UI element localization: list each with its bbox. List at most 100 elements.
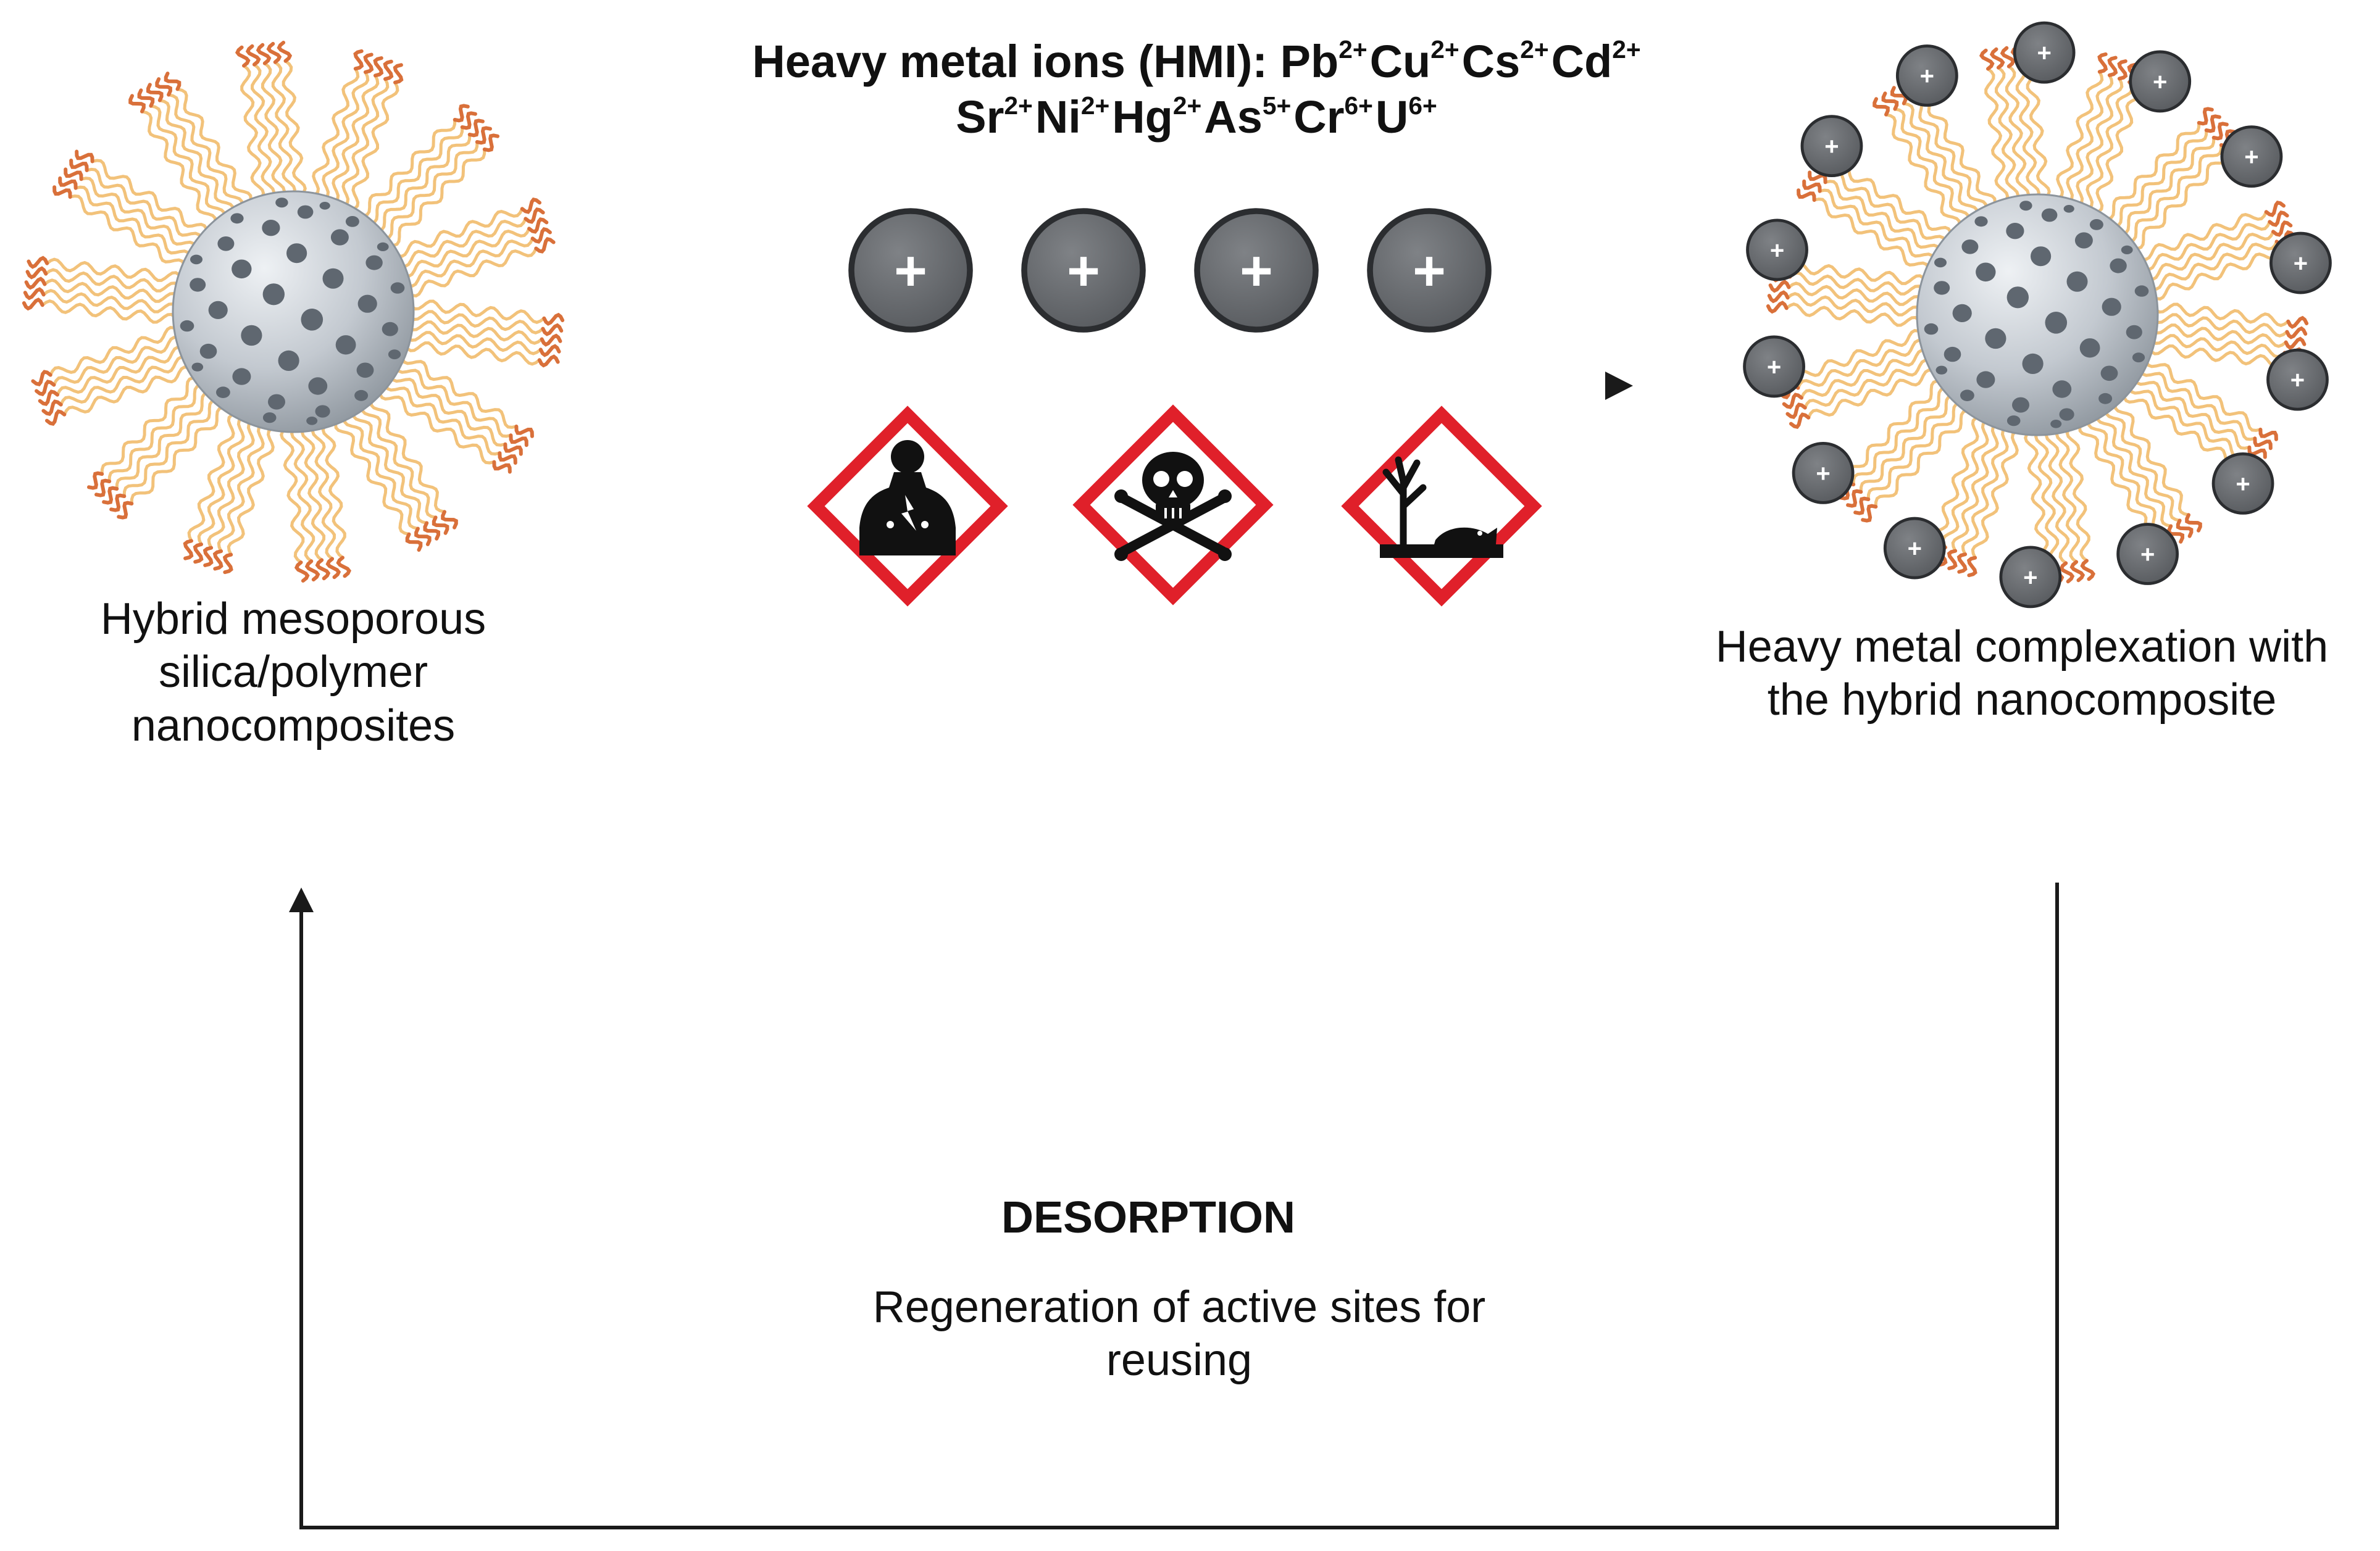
polymer-chain bbox=[80, 177, 198, 253]
polymer-chain-end bbox=[527, 217, 549, 234]
pore bbox=[356, 362, 374, 378]
polymer-chain bbox=[2005, 65, 2031, 203]
polymer-chain bbox=[1911, 96, 1988, 214]
nanoparticle-left bbox=[22, 41, 565, 583]
metal-ion: + bbox=[1194, 208, 1319, 333]
regeneration-text-line: reusing bbox=[1106, 1336, 1253, 1386]
polymer-chain-end bbox=[514, 424, 534, 438]
polymer-chain bbox=[2078, 421, 2155, 539]
metal-ion: + bbox=[1743, 335, 1805, 398]
polymer-chain bbox=[45, 257, 184, 282]
pore bbox=[2079, 338, 2100, 358]
adsorption-arrow bbox=[716, 372, 1633, 400]
polymer-chain bbox=[217, 421, 267, 553]
polymer-chain-end bbox=[52, 185, 72, 199]
pore bbox=[345, 216, 359, 227]
polymer-chain bbox=[167, 93, 244, 211]
polymer-chain bbox=[56, 346, 187, 397]
polymer-chain bbox=[2132, 373, 2251, 450]
pore bbox=[1952, 304, 1972, 322]
pore bbox=[2050, 420, 2062, 428]
polymer-chain bbox=[197, 414, 248, 546]
polymer-chain bbox=[2065, 424, 2090, 562]
polymer-chain bbox=[300, 423, 326, 562]
pore bbox=[2006, 223, 2024, 239]
polymer-chain bbox=[406, 247, 538, 297]
polymer-chain bbox=[2124, 143, 2223, 243]
polymer-chain-end bbox=[277, 41, 293, 63]
polymer-chain bbox=[227, 425, 277, 557]
polymer-chain bbox=[2121, 391, 2240, 468]
pore bbox=[2052, 380, 2072, 398]
polymer-chain bbox=[74, 185, 193, 262]
polymer-chain-end bbox=[2069, 560, 2086, 583]
polymer-chain-end bbox=[537, 354, 560, 368]
pore bbox=[297, 205, 314, 219]
polymer-chain-end bbox=[245, 44, 261, 67]
polymer-chain bbox=[319, 70, 370, 202]
pore bbox=[308, 377, 328, 395]
polymer-chain-end bbox=[363, 52, 374, 74]
polymer-chain bbox=[1920, 90, 1997, 209]
polymer-chain bbox=[1866, 401, 1966, 501]
polymer-chain-end bbox=[58, 176, 78, 190]
hmi-title-line2: Sr2+Ni2+Hg2+As5+Cr6+U6+ bbox=[556, 89, 1840, 145]
ion-charge-symbol: + bbox=[2023, 564, 2037, 591]
polymer-chain-end bbox=[2117, 59, 2128, 81]
polymer-chain bbox=[2127, 383, 2245, 459]
ion-label: U6+ bbox=[1375, 91, 1437, 143]
polymer-chain bbox=[44, 268, 183, 293]
polymer-chain-end bbox=[2204, 114, 2221, 133]
metal-ion: + bbox=[1021, 208, 1146, 333]
polymer-chain bbox=[404, 331, 543, 356]
polymer-chain-end bbox=[2271, 220, 2293, 237]
polymer-chain-end bbox=[183, 539, 194, 560]
pore bbox=[2031, 246, 2052, 267]
pore bbox=[1935, 365, 1948, 375]
desorption-heading: DESORPTION bbox=[1001, 1193, 1296, 1242]
pore bbox=[180, 320, 194, 332]
polymer-chain bbox=[369, 395, 446, 514]
pore bbox=[2022, 353, 2044, 375]
pore bbox=[1976, 262, 1996, 282]
polymer-chain bbox=[377, 388, 496, 465]
polymer-chain-end bbox=[117, 501, 134, 520]
polymer-chain bbox=[85, 167, 204, 244]
pore bbox=[262, 283, 285, 306]
complexation-label: Heavy metal complexation with the hybrid… bbox=[1667, 620, 2377, 727]
polymer-chain-end bbox=[294, 560, 310, 583]
polymer-chain-end bbox=[1768, 280, 1791, 293]
polymer-chain bbox=[91, 159, 209, 235]
metal-ion: + bbox=[1792, 441, 1855, 504]
polymer-chain bbox=[329, 73, 380, 206]
polymer-chain bbox=[1818, 188, 1937, 265]
polymer-chain-end bbox=[538, 344, 561, 357]
polymer-chain-end bbox=[2059, 561, 2075, 584]
pore bbox=[275, 198, 288, 208]
regeneration-text: Regeneration of active sites for reusing bbox=[772, 1281, 1587, 1387]
polymer-chain bbox=[339, 77, 390, 209]
polymer-chain bbox=[2015, 64, 2041, 202]
polymer-chain-end bbox=[25, 266, 48, 280]
polymer-chain bbox=[1844, 379, 1944, 479]
polymer-chain-end bbox=[1782, 393, 1803, 409]
polymer-chain bbox=[1941, 417, 1992, 549]
polymer-chain bbox=[1884, 113, 1961, 231]
polymer-chain bbox=[351, 406, 428, 525]
polymer-chain bbox=[2152, 302, 2290, 327]
polymer-chain bbox=[158, 99, 235, 217]
polymer-chain-end bbox=[1989, 47, 2005, 70]
polymer-chain-end bbox=[2253, 436, 2273, 451]
polymer-chain bbox=[1961, 424, 2011, 556]
polymer-chain bbox=[2095, 409, 2173, 528]
polymer-chain bbox=[2147, 344, 2286, 369]
polymer-chain-end bbox=[45, 409, 67, 426]
polymer-chain-end bbox=[222, 552, 233, 575]
polymer-chain-end bbox=[94, 478, 112, 497]
metal-ion: + bbox=[2269, 231, 2332, 294]
polymer-chain-end bbox=[2284, 336, 2307, 350]
pore bbox=[357, 294, 377, 313]
pore bbox=[1974, 216, 1988, 227]
pore bbox=[2019, 201, 2032, 211]
